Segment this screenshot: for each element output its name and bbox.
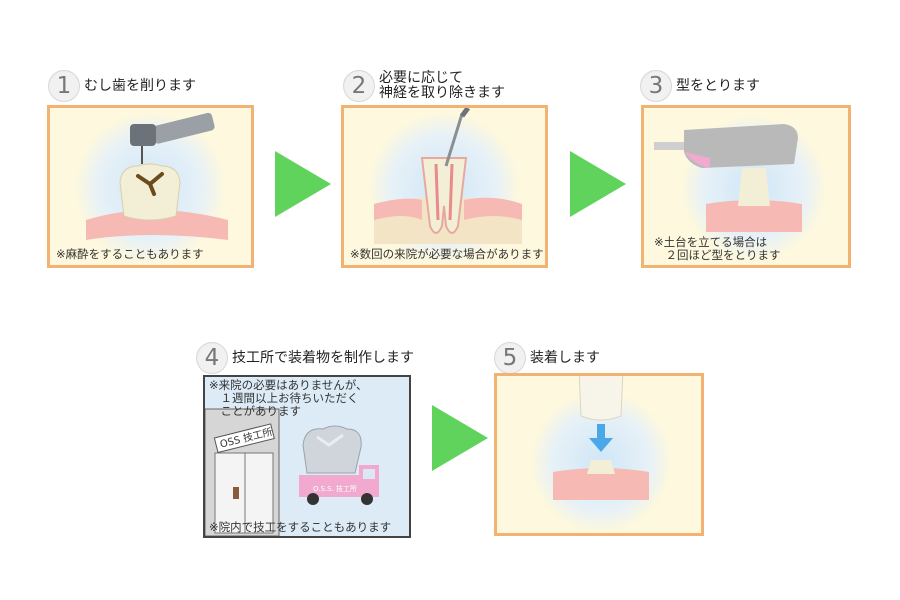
gum-shape: [706, 200, 802, 232]
tooth-shape: [119, 163, 181, 221]
step-2-illustration: [369, 108, 522, 263]
abutment-tooth: [587, 460, 615, 474]
needle-icon: [444, 108, 470, 167]
step-1-header: 1 むし歯を削ります: [48, 70, 196, 102]
gum-shape: [553, 468, 649, 500]
arrow-4-to-5: [432, 405, 488, 471]
down-arrow-icon: [589, 424, 613, 452]
step-4-illustration: OSS 技工所 O.S.S. 技工所: [205, 408, 379, 536]
step-4-note-bottom: ※院内で技工をすることもあります: [209, 520, 392, 534]
gum-shape: [374, 197, 522, 220]
step-3-number: 3: [640, 70, 672, 102]
nerve-canal: [434, 163, 454, 221]
crown-icon: [578, 376, 624, 421]
impression-tray-icon: [654, 124, 798, 168]
step-2-panel: ※数回の来院が必要な場合があります: [341, 105, 548, 268]
root-shape: [420, 157, 468, 234]
step-1-note: ※麻酔をすることもあります: [56, 247, 204, 261]
step-2-title: 必要に応じて 神経を取り除きます: [379, 70, 505, 101]
lab-building-icon: OSS 技工所: [205, 408, 280, 536]
step-2-header: 2 必要に応じて 神経を取り除きます: [343, 70, 505, 102]
dental-drill-icon: [130, 112, 215, 164]
step-5-number: 5: [494, 342, 526, 374]
step-5-header: 5 装着します: [494, 342, 600, 374]
step-1-illustration: [75, 112, 228, 263]
step-4-note-top: ※来院の必要はありませんが、 １週間以上お待ちいただく ことがあります: [209, 378, 368, 418]
step-4-title: 技工所で装着物を制作します: [232, 349, 414, 366]
step-2-number: 2: [343, 70, 375, 102]
step-4-header: 4 技工所で装着物を制作します: [196, 342, 414, 374]
step-1-title: むし歯を削ります: [84, 77, 196, 94]
step-4-panel: OSS 技工所 O.S.S. 技工所 ※来院の必要はありませんが、 １週間以上お…: [203, 375, 411, 538]
step-5-title: 装着します: [530, 349, 600, 366]
step-5-panel: [494, 373, 704, 536]
gum-shape: [86, 210, 228, 240]
arrow-2-to-3: [570, 151, 626, 217]
delivery-truck-icon: O.S.S. 技工所: [299, 465, 379, 505]
arrow-1-to-2: [275, 151, 331, 217]
decay-mark: [136, 172, 164, 196]
step-1-number: 1: [48, 70, 80, 102]
step-3-header: 3 型をとります: [640, 70, 760, 102]
step-3-note: ※土台を立てる場合は ２回ほど型をとります: [654, 235, 781, 262]
step-3-title: 型をとります: [676, 77, 760, 94]
step-5-illustration: [531, 376, 671, 532]
step-1-panel: ※麻酔をすることもあります: [47, 105, 254, 268]
crown-icon: [302, 425, 362, 474]
step-3-illustration: [654, 116, 826, 260]
truck-sign: O.S.S. 技工所: [313, 484, 357, 493]
step-2-note: ※数回の来院が必要な場合があります: [350, 247, 544, 261]
step-4-number: 4: [196, 342, 228, 374]
prepared-tooth: [738, 168, 770, 206]
step-3-panel: ※土台を立てる場合は ２回ほど型をとります: [641, 105, 851, 268]
